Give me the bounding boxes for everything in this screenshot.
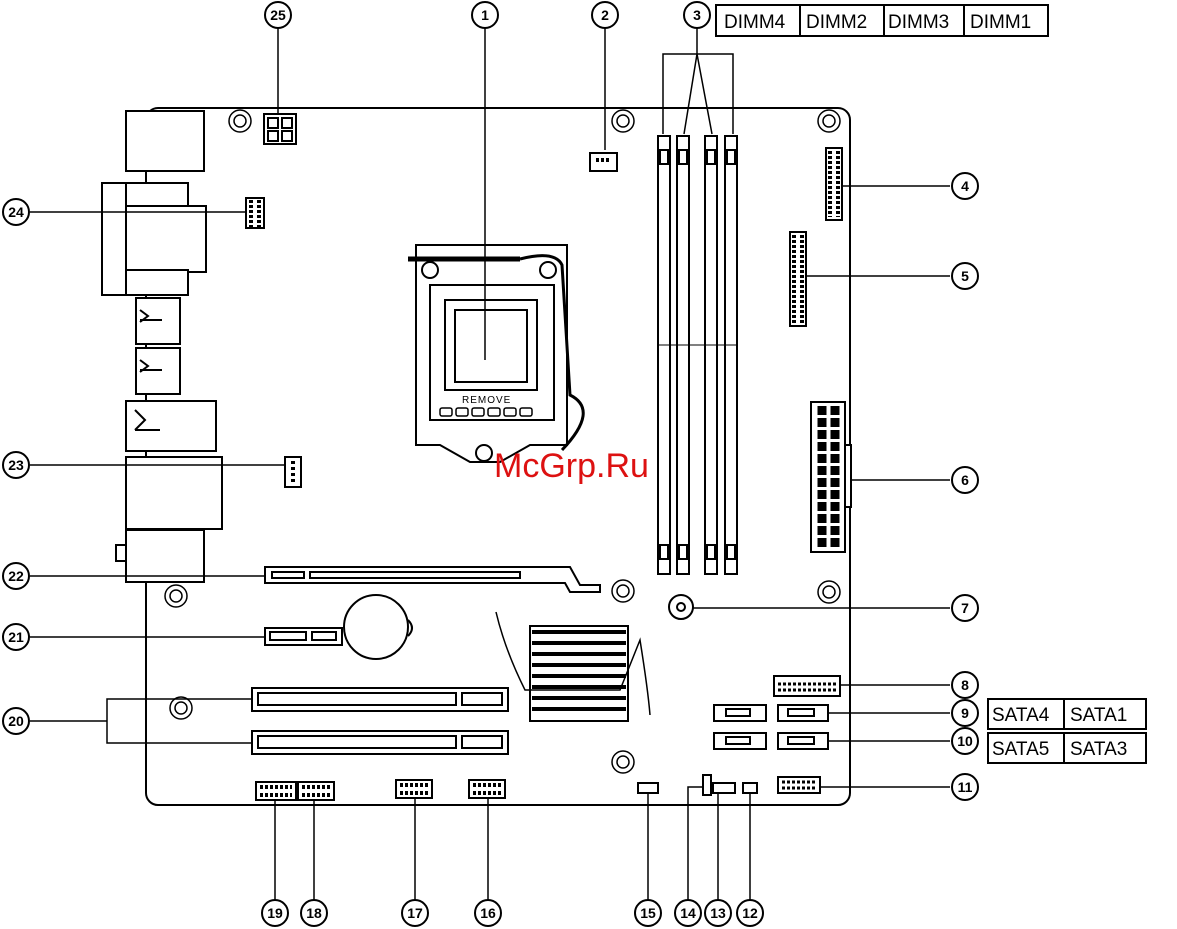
callout-24: 24 bbox=[3, 199, 29, 225]
callout-number: 22 bbox=[8, 568, 24, 584]
socket-remove-text: REMOVE bbox=[462, 395, 511, 406]
callout-number: 9 bbox=[961, 705, 969, 721]
sata-label: SATA4 bbox=[992, 705, 1050, 726]
callout-18: 18 bbox=[301, 900, 327, 926]
callout-16: 16 bbox=[475, 900, 501, 926]
callout-number: 17 bbox=[407, 905, 423, 921]
system-fan-header bbox=[285, 457, 301, 487]
callout-number: 13 bbox=[710, 905, 726, 921]
sata-label-table-9: SATA4 SATA1 bbox=[988, 699, 1146, 729]
callout-number: 3 bbox=[693, 7, 701, 23]
header-8 bbox=[774, 676, 840, 696]
callout-number: 4 bbox=[961, 178, 969, 194]
callout-5: 5 bbox=[952, 263, 978, 289]
callout-1: 1 bbox=[472, 2, 498, 28]
callout-number: 20 bbox=[8, 713, 24, 729]
callout-25: 25 bbox=[265, 2, 291, 28]
callout-2: 2 bbox=[592, 2, 618, 28]
callout-15: 15 bbox=[635, 900, 661, 926]
cpu-fan-header bbox=[590, 153, 617, 171]
callout-14: 14 bbox=[675, 900, 701, 926]
sata-label-table-10: SATA5 SATA3 bbox=[988, 733, 1146, 763]
atx-24pin-connector bbox=[811, 402, 851, 552]
callout-number: 2 bbox=[601, 7, 609, 23]
callout-11: 11 bbox=[952, 774, 978, 800]
callout-number: 23 bbox=[8, 457, 24, 473]
callout-12: 12 bbox=[737, 900, 763, 926]
dimm2-slot bbox=[677, 136, 689, 574]
sata-label: SATA1 bbox=[1070, 705, 1127, 726]
callout-number: 19 bbox=[267, 905, 283, 921]
dimm-label: DIMM4 bbox=[724, 12, 786, 33]
callout-19: 19 bbox=[262, 900, 288, 926]
atx-12v-connector bbox=[264, 114, 296, 144]
callout-number: 10 bbox=[957, 733, 973, 749]
watermark: McGrp.Ru bbox=[494, 447, 649, 485]
callout-number: 11 bbox=[958, 779, 973, 795]
callout-22: 22 bbox=[3, 563, 29, 589]
callout-4: 4 bbox=[952, 173, 978, 199]
dimm-label: DIMM3 bbox=[888, 12, 949, 33]
callout-3: 3 bbox=[684, 2, 710, 28]
callout-13: 13 bbox=[705, 900, 731, 926]
callout-number: 21 bbox=[8, 629, 24, 645]
callout-number: 15 bbox=[640, 905, 656, 921]
dimm1-slot bbox=[725, 136, 737, 574]
callout-number: 6 bbox=[961, 472, 969, 488]
dimm3-slot bbox=[705, 136, 717, 574]
dimm-label-table: DIMM4 DIMM2 DIMM3 DIMM1 bbox=[716, 5, 1048, 36]
callout-21: 21 bbox=[3, 624, 29, 650]
callout-8: 8 bbox=[952, 672, 978, 698]
callout-number: 8 bbox=[961, 677, 969, 693]
dimm-label: DIMM1 bbox=[970, 12, 1031, 33]
callout-number: 24 bbox=[8, 204, 24, 220]
callout-9: 9 bbox=[952, 700, 978, 726]
cpu-socket: REMOVE bbox=[408, 245, 583, 462]
com-header bbox=[246, 198, 264, 228]
callout-number: 5 bbox=[961, 268, 969, 284]
callout-6: 6 bbox=[952, 467, 978, 493]
callout-20: 20 bbox=[3, 708, 29, 734]
callout-23: 23 bbox=[3, 452, 29, 478]
sata-label: SATA3 bbox=[1070, 739, 1127, 760]
callout-number: 14 bbox=[680, 905, 696, 921]
callout-number: 18 bbox=[306, 905, 322, 921]
header-5 bbox=[790, 232, 806, 326]
callout-number: 1 bbox=[481, 7, 489, 23]
callout-17: 17 bbox=[402, 900, 428, 926]
callout-number: 7 bbox=[961, 600, 969, 616]
callout-number: 25 bbox=[270, 7, 286, 23]
callout-number: 16 bbox=[480, 905, 496, 921]
callout-10: 10 bbox=[952, 728, 978, 754]
callout-7: 7 bbox=[952, 595, 978, 621]
header-4 bbox=[826, 148, 842, 220]
pcie-x1-slot bbox=[265, 628, 342, 645]
dimm4-slot bbox=[658, 136, 670, 574]
dimm-label: DIMM2 bbox=[806, 12, 867, 33]
sata-label: SATA5 bbox=[992, 739, 1049, 760]
callout-number: 12 bbox=[742, 905, 758, 921]
